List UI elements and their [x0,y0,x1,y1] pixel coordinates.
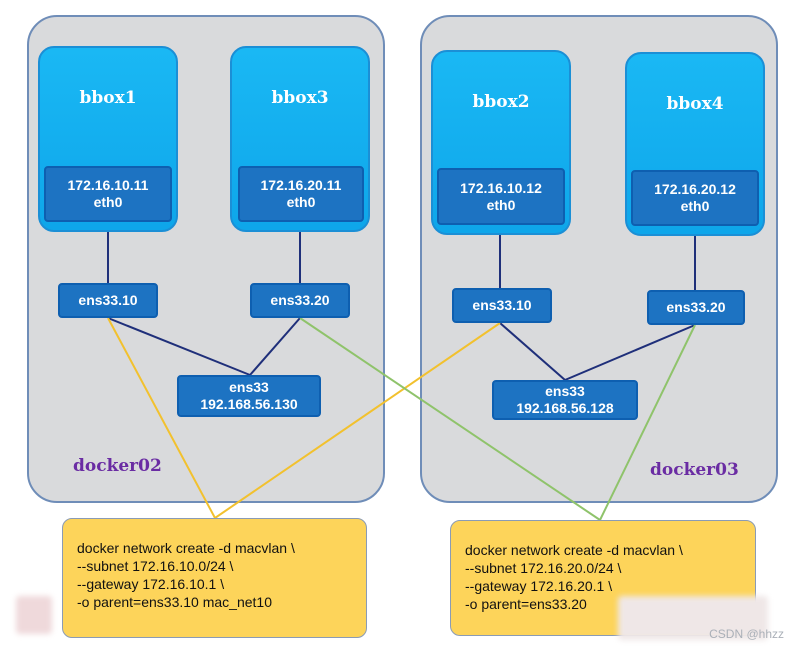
subinterface-ens33-20-docker02: ens33.20 [250,283,350,318]
eth0-bbox1: 172.16.10.11 eth0 [44,166,172,222]
physical-ens33-docker02: ens33 192.168.56.130 [177,375,321,417]
command-line: --subnet 172.16.10.0/24 \ [77,558,234,574]
command-line: -o parent=ens33.10 mac_net10 [77,594,272,610]
interface-name: ens33 [229,379,269,395]
command-line: docker network create -d macvlan \ [465,542,683,558]
command-line: --gateway 172.16.10.1 \ [77,576,225,592]
container-name: bbox3 [271,88,329,108]
link-ens33-10-ens33-docker02 [107,317,251,376]
device-name: eth0 [680,198,710,214]
vlan20-link-docker02 [299,317,601,521]
host-label-docker03: docker03 [650,460,739,480]
interface-ip: 192.168.56.130 [200,396,298,412]
command-line: -o parent=ens33.20 [465,596,587,612]
command-note-vlan10: docker network create -d macvlan \ --sub… [62,518,367,638]
physical-ens33-docker03: ens33 192.168.56.128 [492,380,638,420]
ip-address: 172.16.20.12 [654,181,736,197]
link-ens33-20-ens33-docker03 [564,324,696,381]
device-name: eth0 [486,196,516,213]
link-ens33-20-ens33-docker02 [249,317,301,376]
vlan10-link-docker03 [214,322,501,519]
watermark: CSDN @hhzz [709,627,784,641]
command-line: docker network create -d macvlan \ [77,540,295,556]
ip-address: 172.16.20.11 [260,177,342,193]
subinterface-label: ens33.20 [666,299,726,315]
eth0-bbox2: 172.16.10.12 eth0 [437,168,565,225]
link-ens33-10-ens33-docker03 [499,322,566,381]
subinterface-ens33-10-docker03: ens33.10 [452,288,552,323]
subinterface-label: ens33.10 [472,297,532,313]
command-line: --subnet 172.16.20.0/24 \ [465,560,622,576]
container-name: bbox2 [472,92,530,112]
subinterface-label: ens33.10 [78,292,138,308]
subinterface-label: ens33.20 [270,292,330,308]
eth0-bbox3: 172.16.20.11 eth0 [238,166,364,222]
device-name: eth0 [93,194,123,210]
command-line: --gateway 172.16.20.1 \ [465,578,613,594]
interface-ip: 192.168.56.128 [516,400,614,416]
vlan20-link-docker03 [599,324,696,521]
container-name: bbox4 [666,94,724,114]
blurred-overlay [16,596,52,634]
subinterface-ens33-20-docker03: ens33.20 [647,290,745,325]
host-label-docker02: docker02 [73,456,162,476]
blurred-overlay [618,596,768,640]
vlan10-link-docker02 [107,317,216,519]
container-name: bbox1 [79,88,137,108]
device-name: eth0 [286,194,316,210]
eth0-bbox4: 172.16.20.12 eth0 [631,170,759,226]
ip-address: 172.16.10.11 [67,177,149,193]
interface-name: ens33 [545,383,585,399]
subinterface-ens33-10-docker02: ens33.10 [58,283,158,318]
ip-address: 172.16.10.12 [460,179,542,196]
